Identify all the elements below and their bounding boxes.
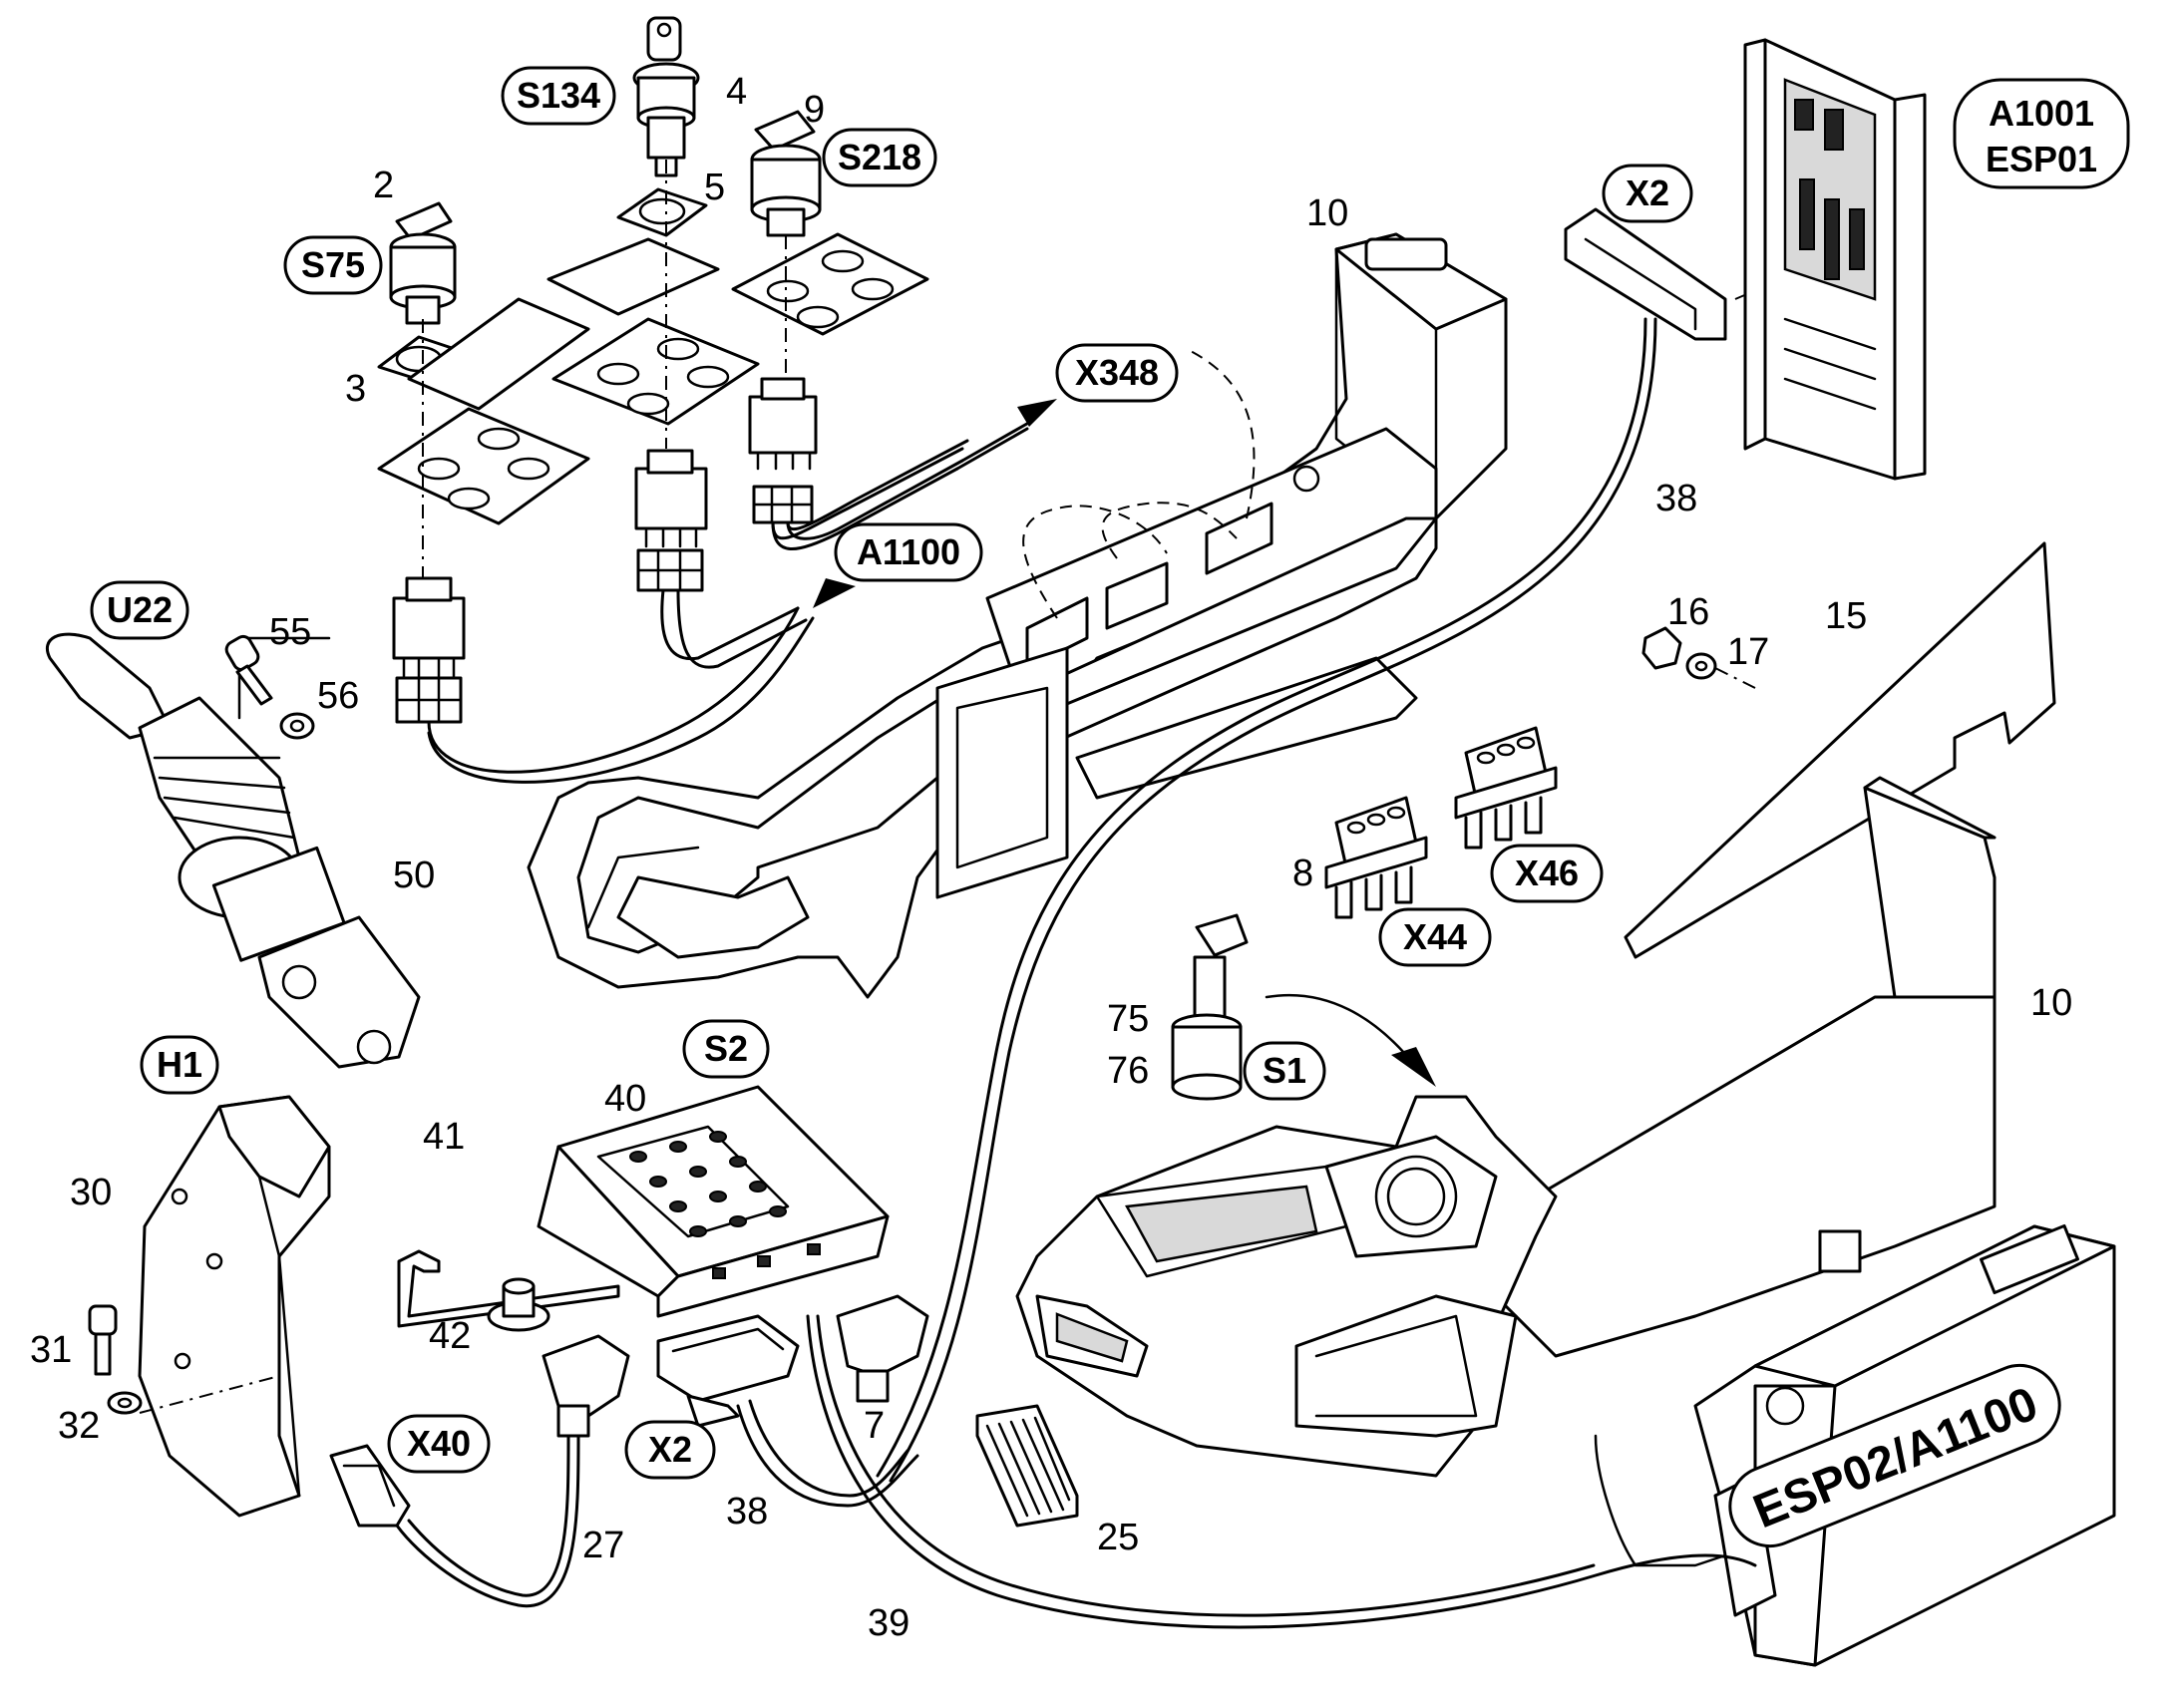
item-number: 27 bbox=[582, 1525, 624, 1566]
board-buttons bbox=[629, 1131, 787, 1237]
svg-text:ESP01: ESP01 bbox=[1986, 139, 2097, 179]
tag-s75: S75 bbox=[283, 235, 383, 295]
control-board-s2 bbox=[537, 1085, 890, 1318]
item-number: 9 bbox=[804, 89, 825, 131]
item-number: 75 bbox=[1107, 998, 1149, 1040]
tag-x2-bottom: X2 bbox=[624, 1420, 716, 1480]
item-number: 8 bbox=[1292, 853, 1313, 894]
console-housing-right bbox=[1015, 776, 1997, 1478]
item-number: 25 bbox=[1097, 1517, 1139, 1558]
svg-text:X44: X44 bbox=[1403, 916, 1467, 957]
svg-text:X46: X46 bbox=[1515, 853, 1579, 893]
panel-left bbox=[377, 407, 590, 525]
connector-x40 bbox=[329, 1444, 411, 1528]
item-number: 55 bbox=[269, 611, 311, 653]
connector-x2-top bbox=[1564, 207, 1727, 341]
item-number: 16 bbox=[1667, 591, 1709, 633]
item-number: 42 bbox=[429, 1315, 471, 1357]
item-number: 32 bbox=[58, 1405, 100, 1447]
rotary-switch-2 bbox=[389, 201, 457, 325]
item-number: 56 bbox=[317, 675, 359, 717]
item-number: 4 bbox=[726, 71, 747, 113]
svg-text:S2: S2 bbox=[704, 1028, 748, 1069]
item-number: 2 bbox=[373, 165, 394, 206]
connector-27 bbox=[542, 1334, 630, 1438]
item-number: 41 bbox=[423, 1116, 465, 1158]
item-number: 15 bbox=[1825, 595, 1867, 637]
panel-right bbox=[731, 232, 929, 336]
svg-text:U22: U22 bbox=[107, 589, 173, 630]
item-number: 40 bbox=[604, 1078, 646, 1120]
svg-text:A1001: A1001 bbox=[1989, 93, 2094, 134]
rotary-switch-9 bbox=[750, 110, 822, 237]
item-number: 10 bbox=[1306, 192, 1348, 234]
connector-7 bbox=[836, 1294, 929, 1403]
connector-x44 bbox=[1324, 796, 1428, 919]
tag-x46: X46 bbox=[1490, 844, 1604, 903]
housing-h1 bbox=[138, 1095, 331, 1518]
vent-25 bbox=[975, 1404, 1079, 1528]
switch-s1 bbox=[1171, 913, 1249, 1101]
item-number: 38 bbox=[726, 1491, 768, 1533]
key-switch-4 bbox=[632, 16, 700, 177]
tag-s1: S1 bbox=[1243, 1041, 1326, 1101]
connector-x46 bbox=[1454, 726, 1558, 850]
plate-15 bbox=[1624, 541, 2056, 959]
tag-x348: X348 bbox=[1055, 343, 1179, 403]
svg-text:S134: S134 bbox=[517, 75, 600, 116]
joystick-u22 bbox=[46, 632, 421, 1069]
tag-a1100: A1100 bbox=[834, 522, 983, 582]
switch-body-left bbox=[392, 576, 466, 724]
circuit-board-a1001 bbox=[1743, 38, 1927, 481]
tag-x40: X40 bbox=[387, 1414, 491, 1474]
tag-x2-top: X2 bbox=[1602, 164, 1693, 223]
connector-x2-bottom bbox=[656, 1314, 800, 1428]
switch-body-right bbox=[748, 377, 818, 524]
item-number: 17 bbox=[1727, 631, 1769, 673]
item-number: 50 bbox=[393, 854, 435, 896]
tag-h1: H1 bbox=[140, 1035, 219, 1095]
item-number: 31 bbox=[30, 1329, 72, 1371]
svg-text:H1: H1 bbox=[157, 1044, 202, 1085]
bolt-55 bbox=[224, 634, 273, 706]
bolt-31 bbox=[88, 1304, 118, 1376]
nut-16 bbox=[1641, 626, 1682, 670]
tag-s218: S218 bbox=[822, 128, 937, 187]
item-number: 39 bbox=[868, 1602, 909, 1644]
item-number: 76 bbox=[1107, 1050, 1149, 1092]
svg-text:A1100: A1100 bbox=[857, 531, 960, 572]
svg-text:X2: X2 bbox=[648, 1429, 692, 1470]
item-number: 7 bbox=[864, 1405, 885, 1447]
item-number: 3 bbox=[345, 368, 366, 410]
tag-x44: X44 bbox=[1378, 907, 1492, 967]
svg-text:S75: S75 bbox=[301, 244, 365, 285]
svg-text:S218: S218 bbox=[838, 137, 921, 177]
svg-text:X2: X2 bbox=[1626, 172, 1669, 213]
item-number: 5 bbox=[704, 167, 725, 208]
knob-42 bbox=[487, 1277, 550, 1332]
tag-u22: U22 bbox=[90, 580, 189, 640]
item-number: 38 bbox=[1655, 478, 1697, 519]
svg-text:X40: X40 bbox=[407, 1423, 471, 1464]
item-number: 10 bbox=[2030, 982, 2072, 1024]
tag-a1001-esp01: A1001 ESP01 bbox=[1953, 78, 2130, 189]
svg-text:S1: S1 bbox=[1263, 1050, 1306, 1091]
tag-s2: S2 bbox=[682, 1019, 770, 1079]
item-number: 30 bbox=[70, 1172, 112, 1213]
switch-body-middle bbox=[634, 449, 708, 592]
svg-text:X348: X348 bbox=[1075, 352, 1159, 393]
tag-s134: S134 bbox=[501, 66, 616, 126]
panel-middle bbox=[551, 317, 760, 426]
